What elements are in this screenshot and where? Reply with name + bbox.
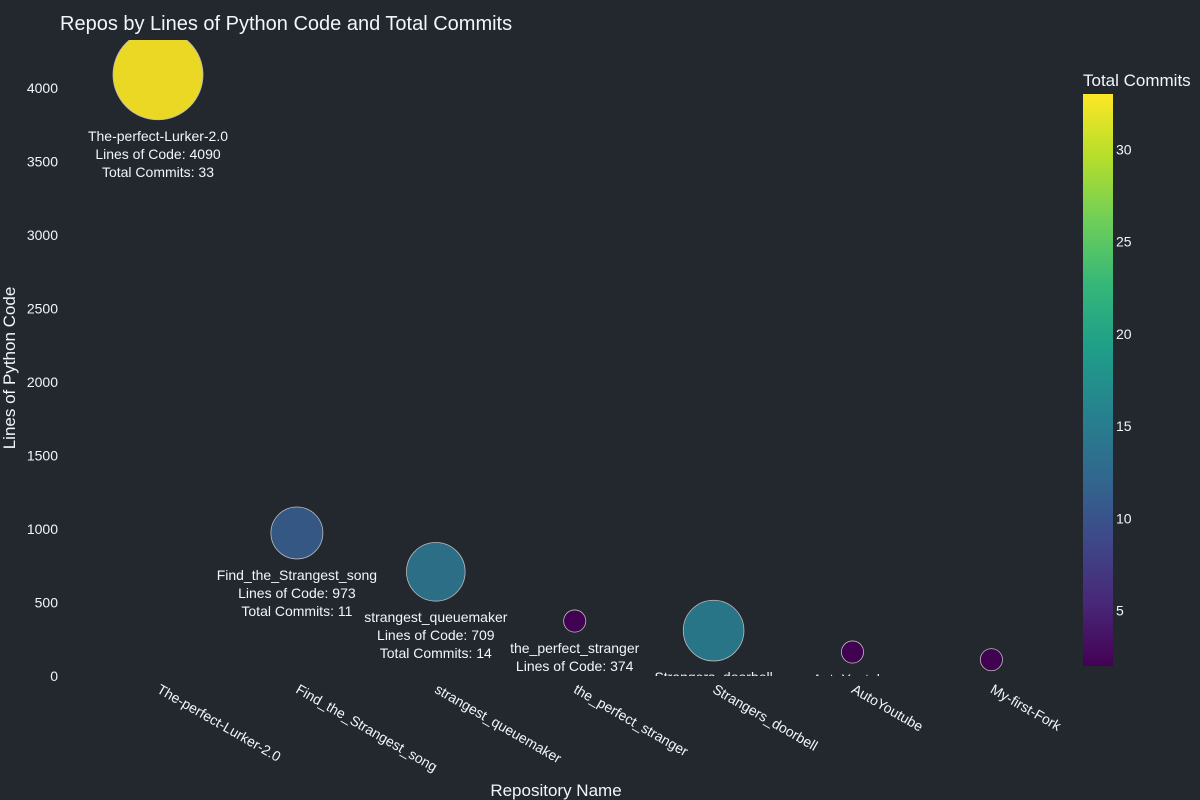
x-tick-label: My-first-Fork [988,681,1065,735]
y-tick-label: 3500 [27,154,58,170]
x-tick-label: strangest_queuemaker [432,681,564,767]
bubble-data-label: Lines of Code: 4090 [95,146,221,162]
bubble [112,40,204,121]
x-tick-label: Strangers_doorbell [710,681,820,754]
x-tick-label: The-perfect-Lurker-2.0 [155,681,284,765]
bubble [979,648,1003,672]
bubble-data-label: Find_the_Strangest_song [217,567,377,583]
bubble-data-label: Total Commits: 33 [102,164,214,180]
colorbar-tick-label: 20 [1116,326,1132,342]
x-axis-title: Repository Name [490,781,621,800]
y-tick-label: 1000 [27,521,58,537]
y-axis-title: Lines of Python Code [0,287,19,450]
y-tick-label: 1500 [27,448,58,464]
bubble-data-label: strangest_queuemaker [364,609,508,625]
bubble-data-label: Strangers_doorbell [654,669,772,685]
colorbar-ticks: 5 10 15 20 25 30 [1116,141,1132,618]
bubble [270,506,324,560]
y-tick-label: 2000 [27,374,58,390]
bubble [406,542,466,602]
bubble [682,599,745,662]
bubble-data-label: Lines of Code: 973 [238,585,356,601]
bubble-data-label: Lines of Code: 709 [377,627,495,643]
colorbar-tick-label: 30 [1116,141,1132,157]
colorbar-title: Total Commits [1083,71,1191,90]
bubble [841,640,864,664]
bubble-data-label: Lines of Code: 374 [516,658,634,674]
chart-title: Repos by Lines of Python Code and Total … [60,13,512,35]
x-tick-label: AutoYoutube [849,681,926,735]
y-tick-label: 2500 [27,301,58,317]
bubble-data-label: the_perfect_stranger [510,640,640,656]
colorbar-tick-label: 5 [1116,603,1124,619]
y-tick-label: 3000 [27,227,58,243]
y-tick-label: 4000 [27,80,58,96]
colorbar-tick-label: 10 [1116,510,1132,526]
bubble-data-label: AutoYoutube [813,671,893,687]
bubble [563,609,587,633]
y-tick-label: 500 [35,595,59,611]
bubbles [112,40,1003,672]
colorbar-tick-label: 25 [1116,234,1132,250]
y-tick-label: 0 [50,668,58,684]
x-tick-label: Find_the_Strangest_song [293,681,440,775]
colorbar-tick-label: 15 [1116,418,1132,434]
colorbar [1083,94,1113,666]
bubble-data-label: Total Commits: 11 [241,603,352,619]
bubble-data-label: The-perfect-Lurker-2.0 [88,128,228,144]
y-axis-ticks: 0 500 1000 1500 2000 2500 3000 3500 4000 [27,80,58,684]
bubble-data-label: Total Commits: 14 [380,645,492,661]
x-tick-label: the_perfect_stranger [571,681,691,760]
